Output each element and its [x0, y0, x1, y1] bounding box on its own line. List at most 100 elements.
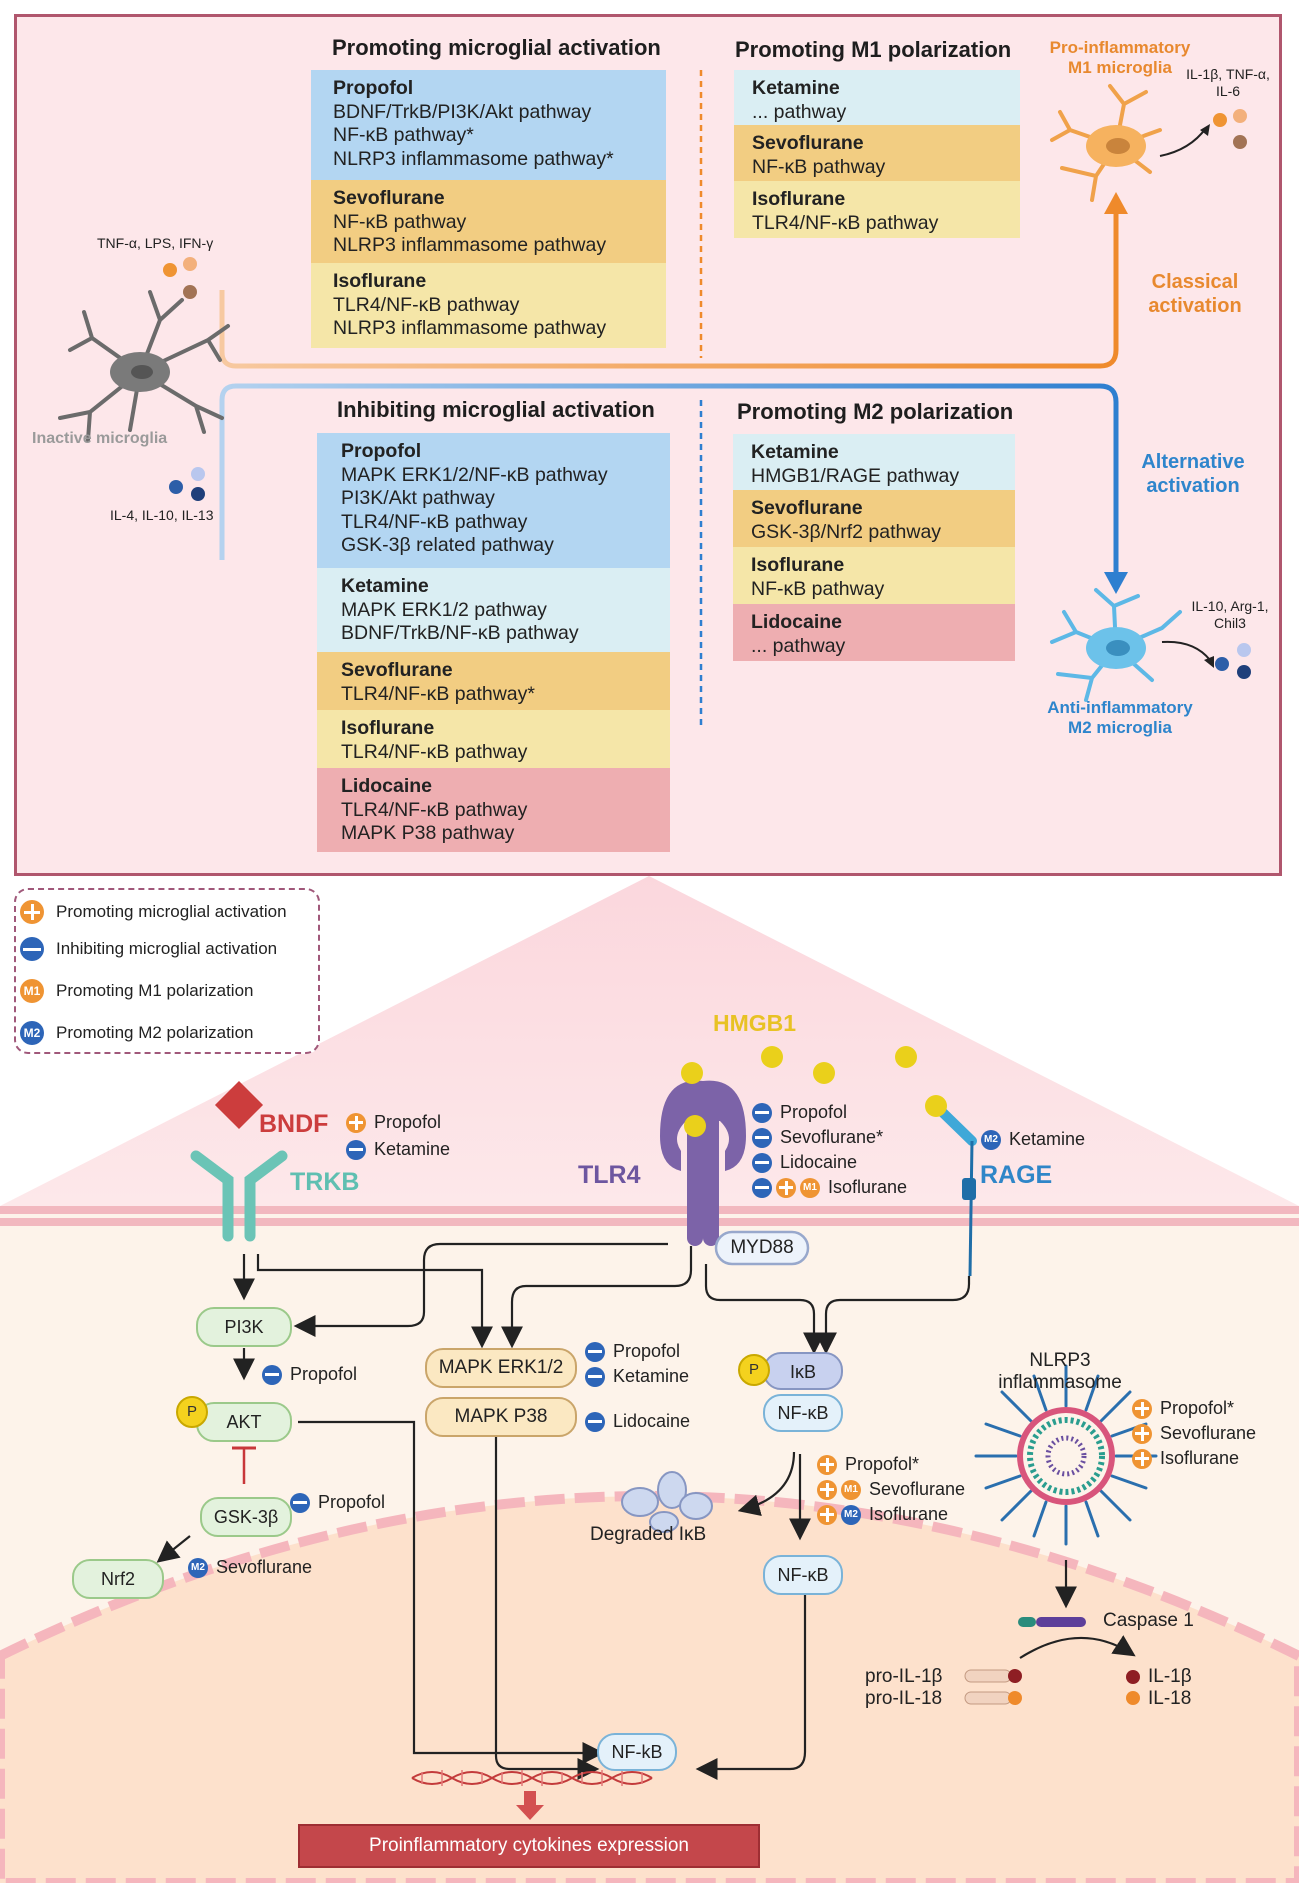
tlr4-drug-row: Propofol — [752, 1102, 847, 1123]
plus-icon — [817, 1479, 837, 1500]
classical-path — [219, 212, 1119, 369]
dna-helix-icon — [411, 1771, 653, 1785]
minus-icon — [346, 1139, 366, 1160]
drug-box-propofol: Propofol BDNF/TrkB/PI3K/Akt pathway NF-κ… — [311, 70, 666, 180]
drug-box-ketamine: Ketamine ... pathway — [734, 70, 1020, 125]
activation-arrows — [58, 70, 1251, 725]
m2-microglia-icon — [1050, 588, 1182, 702]
degraded-ikb-label: Degraded IκB — [590, 1524, 707, 1545]
promoting-activation-header: Promoting microglial activation — [332, 35, 661, 60]
il1b-dot — [1126, 1670, 1140, 1684]
drug-box-isoflurane: Isoflurane TLR4/NF-κB pathway NLRP3 infl… — [311, 263, 666, 348]
hmgb1-particles — [681, 1046, 917, 1084]
caspase-1-label: Caspase 1 — [1103, 1610, 1194, 1631]
m2-icon: M2 — [188, 1557, 208, 1578]
expression-arrow-shaft — [524, 1791, 536, 1807]
m1-release-arrow — [1159, 127, 1207, 157]
pi3k-drug-row: Propofol — [262, 1364, 357, 1385]
legend-item: M2 Promoting M2 polarization — [20, 1017, 253, 1049]
m1-icon: M1 — [800, 1177, 820, 1198]
hmgb1-on-tlr4 — [684, 1115, 706, 1137]
classical-arrowhead — [1104, 192, 1128, 214]
m1-stimuli-label: TNF-α, LPS, IFN-γ — [97, 235, 214, 251]
alternative-path — [219, 383, 1119, 575]
mapk-p38-node: MAPK P38 — [425, 1397, 577, 1437]
plus-icon — [20, 900, 44, 924]
trkb-receptor — [190, 1150, 288, 1242]
nlrp3-drug-row: Propofol* — [1132, 1398, 1234, 1419]
pro-il18-label: pro-IL-18 — [865, 1688, 943, 1709]
drug-box-sevoflurane: Sevoflurane TLR4/NF-κB pathway* — [317, 652, 670, 710]
inactive-microglia-label: Inactive microglia — [32, 430, 168, 447]
minus-icon — [752, 1127, 772, 1148]
pro-il1b-label: pro-IL-1β — [865, 1666, 943, 1687]
myd88-box — [714, 1230, 810, 1266]
drug-box-sevoflurane: Sevoflurane NF-κB pathway — [734, 125, 1020, 181]
plus-icon — [776, 1177, 796, 1198]
nfkb-free-node: NF-κB — [763, 1555, 843, 1595]
degraded-ikb-icon — [621, 1471, 713, 1533]
signal-arrows — [156, 1242, 1136, 1780]
legend-item: M1 Promoting M1 polarization — [20, 975, 253, 1007]
il18-dot — [1126, 1691, 1140, 1705]
expression-arrow-head — [516, 1805, 544, 1820]
bndf-drug-row: Ketamine — [346, 1139, 450, 1160]
m2-icon: M2 — [20, 1021, 44, 1045]
nfkb-complex-node: NF-κB — [763, 1394, 843, 1432]
drug-box-lidocaine: Lidocaine TLR4/NF-κB pathway MAPK P38 pa… — [317, 768, 670, 852]
erk-drug-row: Propofol — [585, 1341, 680, 1362]
tlr4-drug-row: Sevoflurane* — [752, 1127, 883, 1148]
plus-icon — [817, 1454, 837, 1475]
plus-icon — [1132, 1423, 1152, 1444]
m2-cytokines-label: IL-10, Arg-1,Chil3 — [1191, 598, 1269, 631]
minus-icon — [585, 1366, 605, 1387]
pro-il-pills — [964, 1669, 1022, 1705]
nlrp3-drug-row: Isoflurane — [1132, 1448, 1239, 1469]
minus-icon — [585, 1411, 605, 1432]
drug-box-sevoflurane: Sevoflurane GSK-3β/Nrf2 pathway — [733, 490, 1015, 547]
m2-icon: M2 — [981, 1129, 1001, 1150]
tlr4-drug-row: Lidocaine — [752, 1152, 857, 1173]
m2-stimuli-label: IL-4, IL-10, IL-13 — [110, 507, 214, 523]
nrf2-node: Nrf2 — [72, 1559, 164, 1599]
bndf-label: BNDF — [259, 1110, 329, 1138]
drug-box-sevoflurane: Sevoflurane NF-κB pathway NLRP3 inflamma… — [311, 180, 666, 263]
legend: Promoting microglial activation Inhibiti… — [14, 888, 320, 1054]
minus-icon — [752, 1152, 772, 1173]
m2-release-arrow — [1161, 640, 1211, 661]
nlrp3-drug-row: Sevoflurane — [1132, 1423, 1256, 1444]
inhibiting-activation-header: Inhibiting microglial activation — [337, 397, 655, 422]
bndf-drug-row: Propofol — [346, 1112, 441, 1133]
rage-label: RAGE — [980, 1161, 1053, 1189]
minus-icon — [290, 1492, 310, 1513]
akt-node: AKT — [196, 1402, 292, 1442]
m1-icon: M1 — [841, 1479, 861, 1500]
cell-membrane — [0, 1206, 1299, 1226]
plus-icon — [1132, 1398, 1152, 1419]
caspase-1-icon — [1018, 1617, 1086, 1627]
drug-box-isoflurane: Isoflurane TLR4/NF-κB pathway — [317, 710, 670, 768]
pi3k-node: PI3K — [196, 1307, 292, 1347]
promoting-m1-header: Promoting M1 polarization — [735, 37, 1012, 62]
m1-cytokines-label: IL-1β, TNF-α,IL-6 — [1186, 66, 1270, 99]
erk-drug-row: Ketamine — [585, 1366, 689, 1387]
minus-icon — [752, 1177, 772, 1198]
p38-drug-row: Lidocaine — [585, 1411, 690, 1432]
il18-label: IL-18 — [1148, 1688, 1192, 1709]
il1b-label: IL-1β — [1148, 1666, 1192, 1687]
ikb-node: IκB — [763, 1352, 843, 1390]
phospho-ikb-chip: P — [738, 1354, 770, 1386]
mapk-erk-node: MAPK ERK1/2 — [425, 1348, 577, 1388]
plus-icon — [1132, 1448, 1152, 1469]
drug-box-propofol: Propofol MAPK ERK1/2/NF-κB pathway PI3K/… — [317, 433, 670, 568]
m2-icon: M2 — [841, 1504, 861, 1525]
minus-icon — [262, 1364, 282, 1385]
minus-icon — [20, 937, 44, 961]
myd88-label: MYD88 — [730, 1237, 794, 1258]
